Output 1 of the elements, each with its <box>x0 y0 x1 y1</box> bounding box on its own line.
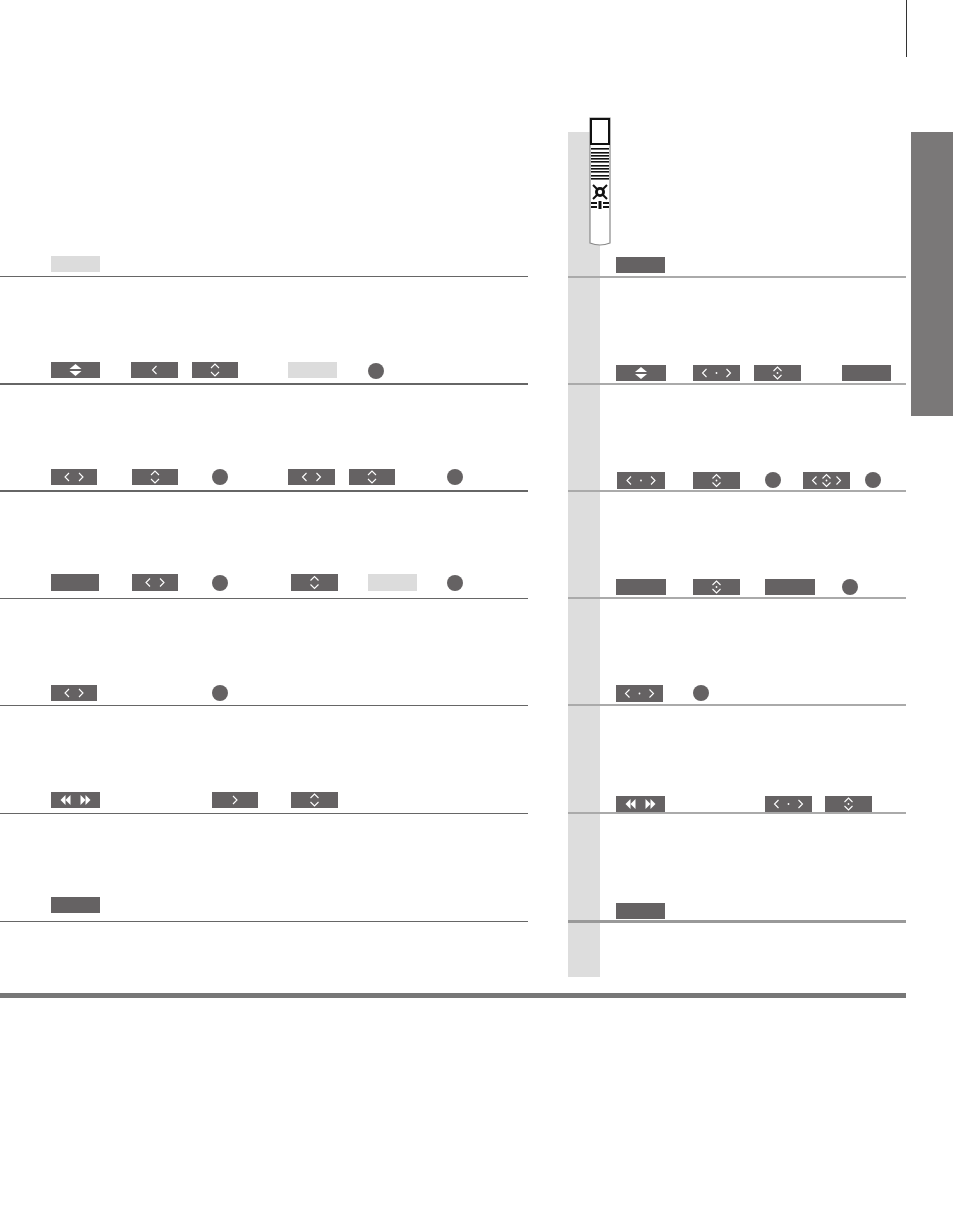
side-tab <box>911 132 953 416</box>
